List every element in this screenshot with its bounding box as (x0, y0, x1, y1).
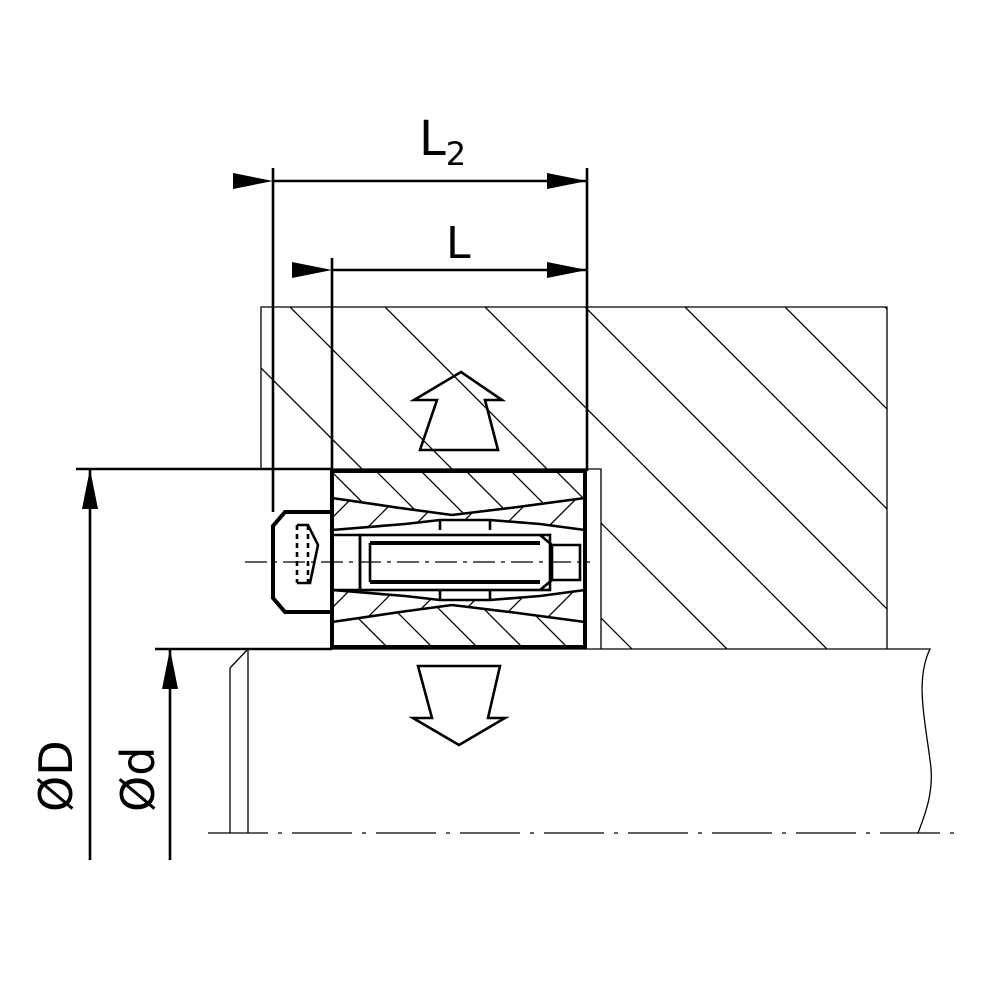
dimension-shaft-diameter-label: Ød (111, 747, 165, 812)
dimension-shaft-diameter: Ød (111, 647, 332, 860)
pressure-arrow-up (409, 370, 507, 452)
dimension-l2-subscript: 2 (446, 135, 466, 173)
dimension-l-label: L (446, 218, 471, 269)
hub-section (260, 306, 888, 649)
locking-assembly (330, 469, 587, 649)
svg-text:L2: L2 (419, 111, 466, 173)
dimension-outer-diameter-label: ØD (29, 740, 83, 812)
pressure-arrow-down (408, 664, 510, 747)
dimension-l2: L2 (233, 111, 589, 512)
shaft (160, 648, 932, 834)
dimension-l2-label: L (419, 111, 446, 167)
dimension-outer-diameter: ØD (29, 467, 332, 860)
dimension-l: L (292, 218, 587, 471)
locking-screw (245, 510, 590, 614)
